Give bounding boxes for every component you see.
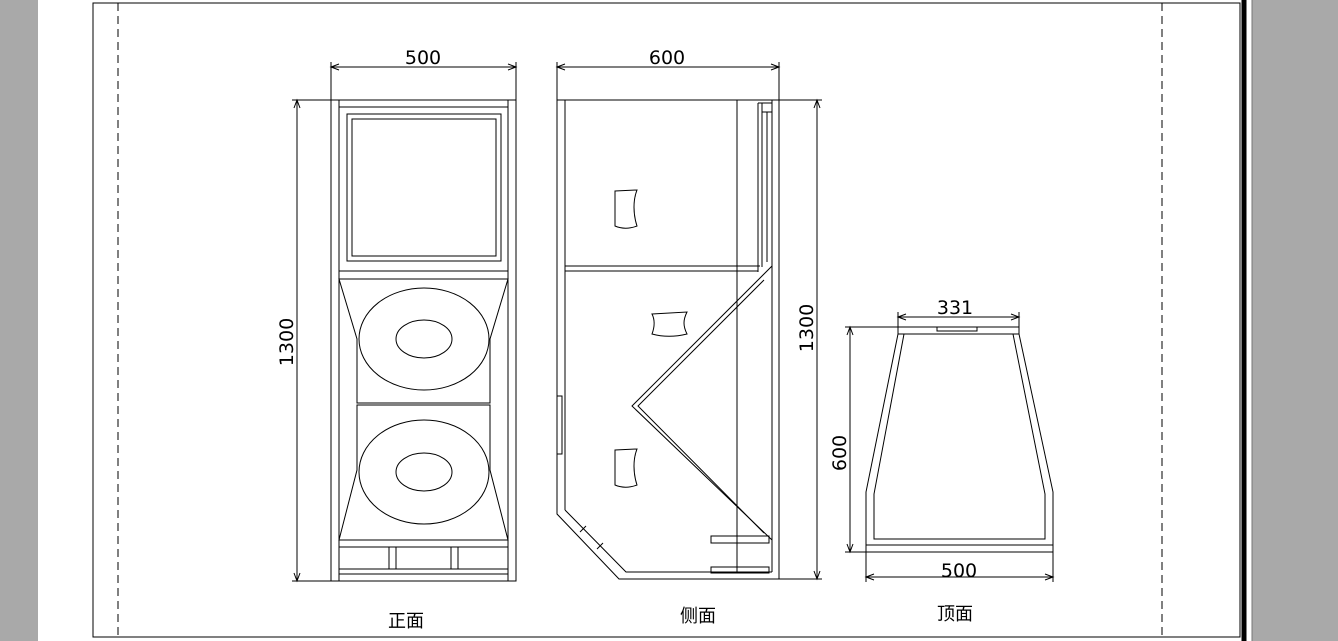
front-view — [292, 62, 518, 583]
side-view — [555, 62, 822, 581]
horn-opening — [346, 113, 502, 262]
top-view — [845, 312, 1055, 582]
front-cabinet-outline — [330, 99, 517, 582]
front-view-caption: 正面 — [388, 611, 424, 632]
handle-upper — [614, 189, 638, 229]
side-view-caption: 侧面 — [680, 606, 716, 627]
paper — [38, 0, 1252, 641]
depth-label: 600 — [829, 435, 851, 471]
title-border — [92, 2, 1241, 638]
front-width-label: 500 — [405, 47, 441, 69]
top-outline — [865, 333, 1054, 553]
upper-woofer-dustcap — [395, 319, 453, 359]
side-width-dimension — [555, 62, 781, 100]
side-height-dimension — [779, 98, 822, 581]
lower-woofer-cavity — [338, 404, 509, 541]
top-view-caption: 顶面 — [937, 604, 973, 625]
bottom-width-dimension — [864, 552, 1055, 582]
upper-woofer-cone — [358, 287, 490, 391]
top-width-dimension — [896, 312, 1021, 327]
front-height-dimension — [292, 98, 336, 583]
side-height-label: 1300 — [796, 304, 818, 352]
side-width-label: 600 — [649, 47, 685, 69]
lower-woofer-cone — [358, 419, 490, 525]
bottom-width-label: 500 — [941, 560, 977, 582]
front-width-dimension — [329, 62, 518, 100]
top-width-label: 331 — [937, 297, 973, 319]
handle-middle — [651, 311, 688, 337]
handle-lower — [614, 448, 638, 488]
depth-dimension — [845, 325, 898, 554]
front-height-label: 1300 — [276, 318, 298, 366]
lower-woofer-dustcap — [395, 452, 453, 492]
upper-woofer-cavity — [338, 278, 509, 404]
